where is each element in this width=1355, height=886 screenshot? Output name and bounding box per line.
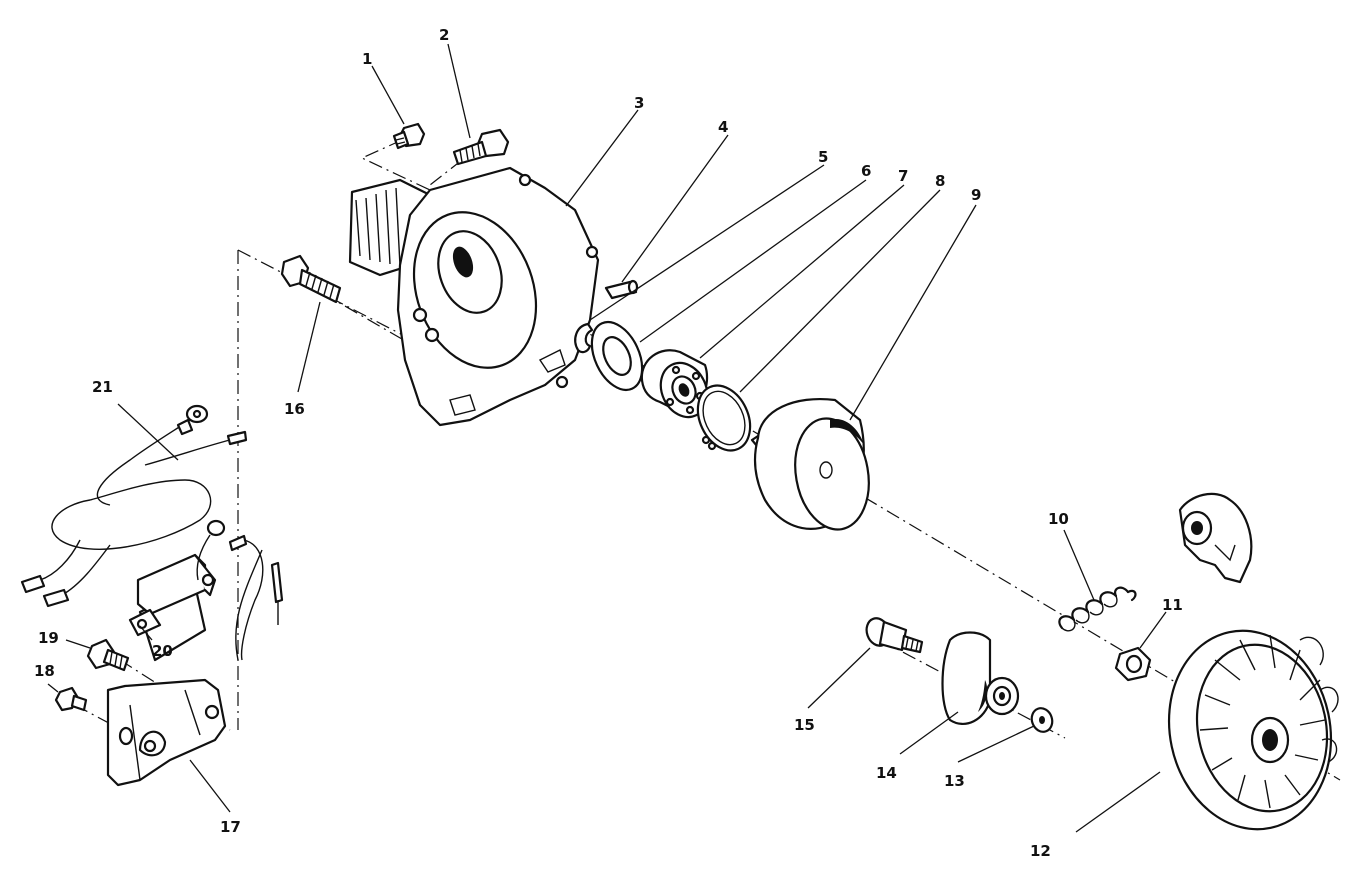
- main-shaft-axis: [439, 244, 1341, 781]
- center-lines: [74, 139, 1341, 781]
- pin-4: [604, 279, 639, 300]
- bracket-17: [106, 583, 227, 787]
- callout-1: 1: [362, 50, 372, 68]
- callout-8: 8: [935, 172, 945, 190]
- cam-14: [941, 631, 1020, 726]
- switch-module-20: [128, 553, 217, 637]
- bolt-2: [452, 128, 510, 166]
- callouts: 1 2 3 4 5 6 7 8 9 10 11 12 13 14 15 16 1…: [34, 26, 1183, 860]
- callout-12: 12: [1030, 842, 1051, 860]
- nut-11: [1114, 646, 1152, 682]
- flywheel-12: [1167, 629, 1339, 831]
- housing-3: [348, 166, 600, 427]
- snap-ring-8: [696, 384, 752, 452]
- washer-13: [1030, 707, 1054, 733]
- bearing-7: [640, 349, 709, 419]
- screw-18: [54, 686, 88, 712]
- callout-6: 6: [861, 162, 871, 180]
- clutch-drum-9: [750, 398, 870, 531]
- screw-19: [86, 638, 130, 672]
- clip-5: [574, 322, 594, 354]
- wire-harness-21: [20, 404, 284, 661]
- callout-11: 11: [1162, 596, 1183, 614]
- callout-13: 13: [944, 772, 965, 790]
- callout-20: 20: [152, 642, 173, 660]
- callout-19: 19: [38, 629, 59, 647]
- callout-5: 5: [818, 148, 828, 166]
- callout-4: 4: [718, 118, 728, 136]
- callout-2: 2: [439, 26, 449, 44]
- washer-6: [590, 320, 644, 392]
- screw-1: [392, 122, 426, 150]
- screw-16: [280, 254, 342, 304]
- callout-7: 7: [898, 167, 908, 185]
- callout-3: 3: [634, 94, 644, 112]
- spring-10: [1058, 586, 1137, 632]
- callout-15: 15: [794, 716, 815, 734]
- callout-9: 9: [971, 186, 981, 204]
- callout-16: 16: [284, 400, 305, 418]
- callout-17: 17: [220, 818, 241, 836]
- callout-14: 14: [876, 764, 897, 782]
- clutch-shoe: [1178, 492, 1253, 584]
- callout-21: 21: [92, 378, 113, 396]
- callout-10: 10: [1048, 510, 1069, 528]
- leader-lines: [47, 43, 1167, 833]
- callout-18: 18: [34, 662, 55, 680]
- shoulder-screw-15: [865, 617, 924, 654]
